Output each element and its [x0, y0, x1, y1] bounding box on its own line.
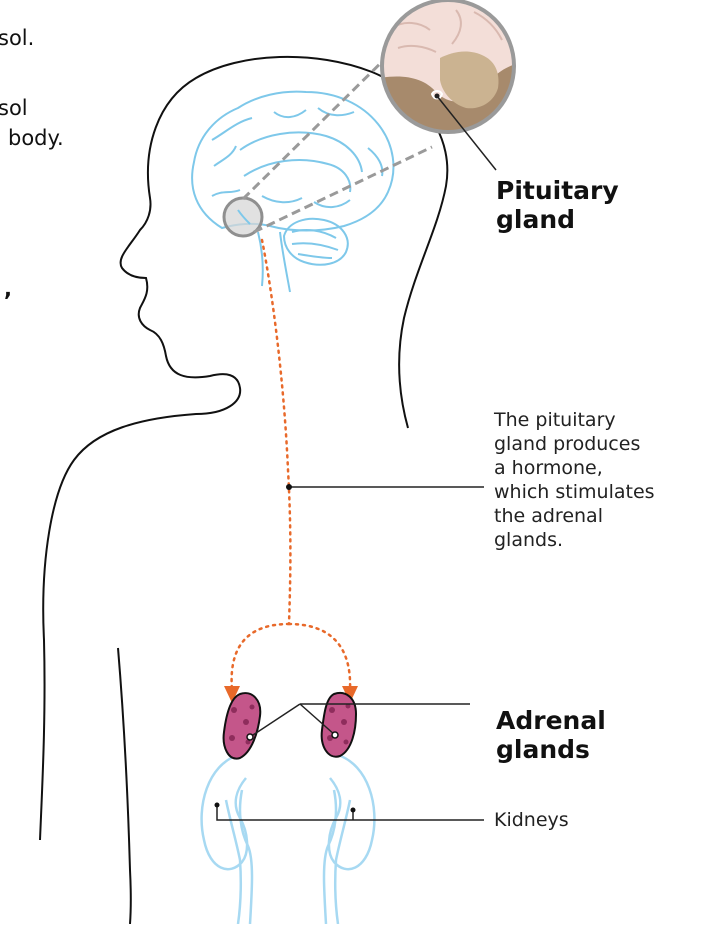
brain: [192, 92, 393, 292]
cutoff-text-line2: sol: [0, 96, 28, 120]
cutoff-text-line3: body.: [8, 126, 64, 150]
adrenal-gland-right: [322, 693, 356, 757]
pituitary-label: Pituitary gland: [496, 176, 619, 234]
kidneys-label: Kidneys: [494, 808, 569, 832]
zoom-connector-bottom: [254, 147, 432, 232]
adrenal-gland-left: [224, 693, 261, 759]
kidneys: [202, 755, 375, 924]
cutoff-text-line4: ,: [4, 277, 12, 301]
adrenal-label: Adrenal glands: [496, 706, 606, 764]
hormone-arrow-right: [289, 624, 350, 690]
hormone-arrow-left: [232, 624, 289, 690]
torso-line: [118, 648, 131, 924]
cutoff-text-line1: sol.: [0, 26, 34, 50]
hormone-note: The pituitary gland produces a hormone, …: [494, 408, 655, 552]
hormone-pathway: [262, 240, 290, 624]
kidney-leader: [217, 805, 484, 820]
